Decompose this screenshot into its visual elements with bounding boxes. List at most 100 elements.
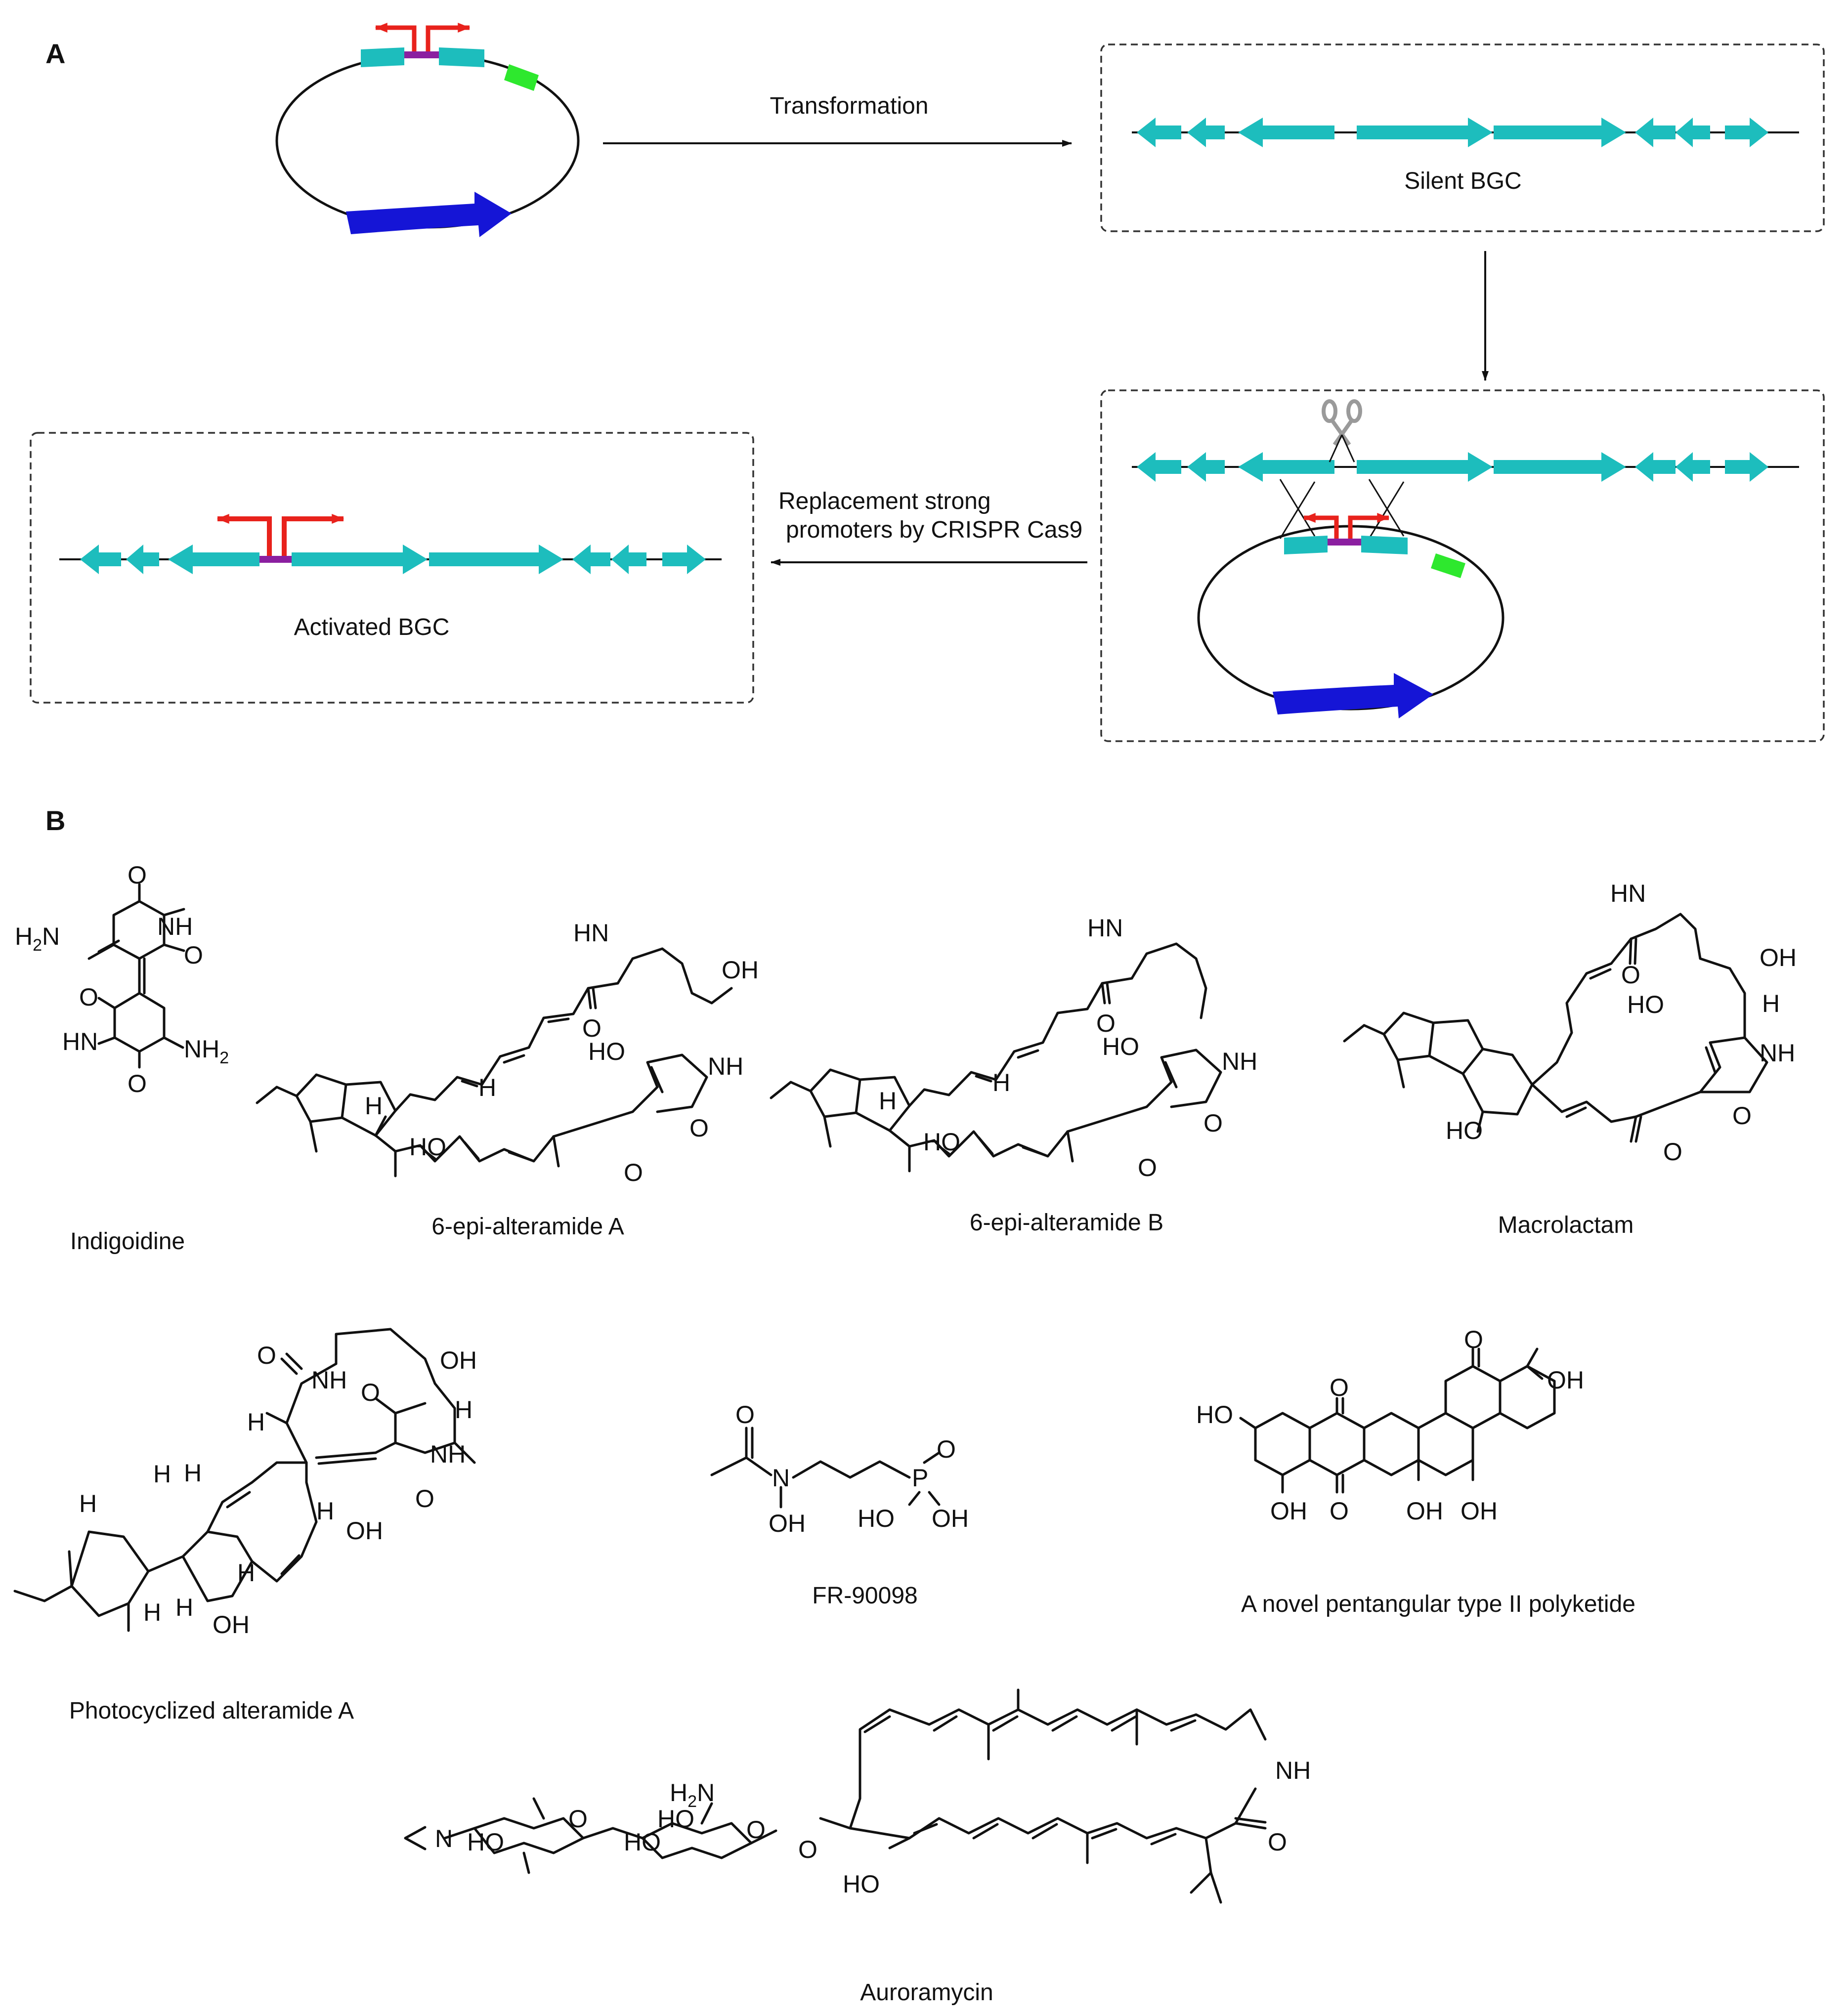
- svg-text:HO: HO: [467, 1828, 504, 1856]
- svg-text:H: H: [365, 1092, 383, 1120]
- strong-promoter-icon: [216, 514, 272, 556]
- silent-bgc-box: Silent BGC: [1100, 43, 1825, 232]
- svg-text:O: O: [1096, 1009, 1116, 1037]
- svg-text:HO: HO: [409, 1133, 446, 1161]
- svg-text:NH: NH: [1275, 1757, 1311, 1784]
- svg-text:H: H: [316, 1497, 334, 1525]
- svg-text:N: N: [772, 1464, 790, 1492]
- compound-label-photocyclized-alteramide-a: Photocyclized alteramide A: [69, 1698, 354, 1724]
- 6-epi-alteramide-a-structure: HN O OH HO NH O H H HO O: [256, 919, 759, 1186]
- crispr-recombination-box: [1100, 389, 1825, 742]
- panel-a-letter: A: [45, 38, 65, 69]
- svg-text:HO: HO: [1627, 991, 1664, 1018]
- activated-bgc-box: Activated BGC: [30, 432, 754, 704]
- svg-text:O: O: [1464, 1326, 1483, 1353]
- compound-label-fr-90098: FR-90098: [812, 1583, 917, 1609]
- svg-text:HN: HN: [573, 919, 609, 947]
- svg-text:O: O: [624, 1159, 643, 1186]
- compound-label-6-epi-alteramide-b: 6-epi-alteramide B: [970, 1210, 1163, 1236]
- svg-text:O: O: [1330, 1497, 1349, 1525]
- svg-text:NH: NH: [430, 1440, 466, 1468]
- activated-gene-cluster: [80, 545, 706, 574]
- svg-text:OH: OH: [440, 1346, 477, 1374]
- svg-text:H: H: [184, 1459, 202, 1487]
- scissors-icon: [1322, 399, 1362, 446]
- svg-text:O: O: [937, 1435, 956, 1463]
- svg-text:O: O: [79, 983, 98, 1011]
- svg-text:HO: HO: [843, 1870, 880, 1898]
- svg-text:O: O: [689, 1114, 709, 1142]
- svg-text:O: O: [184, 941, 203, 969]
- target-gene-cluster: [1137, 452, 1768, 482]
- svg-text:H: H: [237, 1559, 255, 1587]
- svg-text:NH: NH: [708, 1052, 743, 1080]
- svg-text:HO: HO: [624, 1828, 661, 1856]
- fr-90098-structure: O N OH P O HO OH: [710, 1401, 969, 1537]
- promoter-spacer: [404, 51, 439, 58]
- svg-text:O: O: [1732, 1102, 1752, 1130]
- compound-label-auroramycin: Auroramycin: [860, 1979, 993, 2006]
- plasmid-gene-arrow: [346, 192, 512, 237]
- svg-text:OH: OH: [1547, 1366, 1584, 1394]
- auroramycin-structure: H2N HO N HO HO O O O HO NH O: [404, 1688, 1311, 1904]
- svg-text:OH: OH: [769, 1510, 806, 1537]
- compound-label-pentangular-polyketide: A novel pentangular type II polyketide: [1241, 1591, 1635, 1617]
- indigoidine-structure: O NH O H2N O HN NH2 O: [15, 861, 229, 1097]
- svg-text:O: O: [735, 1401, 755, 1428]
- svg-text:OH: OH: [932, 1505, 969, 1532]
- svg-text:NH2: NH2: [184, 1035, 229, 1067]
- svg-text:H: H: [879, 1087, 897, 1115]
- transformation-label: Transformation: [770, 93, 929, 119]
- svg-text:NH: NH: [311, 1366, 347, 1394]
- svg-text:H: H: [1762, 990, 1780, 1017]
- svg-text:H: H: [455, 1396, 473, 1424]
- svg-text:H: H: [992, 1069, 1010, 1096]
- svg-text:OH: OH: [1270, 1497, 1307, 1525]
- svg-text:O: O: [415, 1485, 434, 1512]
- svg-text:HO: HO: [657, 1805, 694, 1833]
- svg-text:NH: NH: [1760, 1039, 1795, 1067]
- svg-text:H: H: [79, 1490, 97, 1517]
- svg-text:O: O: [257, 1342, 276, 1369]
- selection-marker: [504, 64, 539, 91]
- svg-text:O: O: [746, 1816, 766, 1844]
- svg-text:O: O: [1330, 1374, 1349, 1401]
- svg-text:HN: HN: [1087, 914, 1123, 942]
- svg-text:H: H: [143, 1598, 161, 1626]
- svg-text:OH: OH: [1461, 1497, 1498, 1525]
- svg-text:HO: HO: [923, 1128, 960, 1156]
- svg-text:O: O: [361, 1379, 380, 1406]
- replacement-label-line2: promoters by CRISPR Cas9: [786, 517, 1082, 543]
- svg-text:O: O: [568, 1805, 588, 1833]
- 6-epi-alteramide-b-structure: HN O HO NH O H H HO O: [770, 914, 1257, 1181]
- homology-arm-left: [361, 47, 404, 67]
- svg-text:OH: OH: [1760, 944, 1797, 971]
- pentangular-polyketide-structure: O O OH HO OH O OH OH: [1196, 1326, 1584, 1525]
- svg-text:OH: OH: [346, 1517, 383, 1545]
- replacement-label-line1: Replacement strong: [778, 488, 991, 514]
- svg-text:O: O: [1621, 961, 1640, 989]
- photocyclized-alteramide-a-structure: O NH OH O H NH O H H H H H OH H H H OH: [13, 1328, 477, 1638]
- svg-text:H: H: [478, 1074, 496, 1101]
- svg-text:O: O: [1663, 1138, 1682, 1166]
- plasmid-construct-1: [275, 23, 580, 237]
- svg-text:O: O: [582, 1014, 602, 1042]
- svg-text:H2N: H2N: [15, 923, 60, 955]
- panel-b-letter: B: [45, 805, 65, 836]
- svg-text:H: H: [175, 1594, 193, 1621]
- svg-text:O: O: [1203, 1109, 1223, 1137]
- svg-text:N: N: [435, 1825, 453, 1852]
- bidirectional-promoter-icon: [375, 23, 417, 51]
- svg-text:H2N: H2N: [670, 1779, 715, 1811]
- svg-text:H: H: [247, 1408, 265, 1436]
- activated-bgc-label: Activated BGC: [294, 614, 450, 640]
- homology-arm-right: [439, 47, 484, 67]
- svg-text:OH: OH: [1406, 1497, 1443, 1525]
- svg-text:O: O: [128, 1070, 147, 1097]
- silent-gene-cluster: [1137, 118, 1768, 147]
- svg-text:O: O: [798, 1836, 817, 1863]
- svg-text:O: O: [128, 861, 147, 889]
- svg-text:HO: HO: [1446, 1117, 1483, 1144]
- compound-label-indigoidine: Indigoidine: [70, 1228, 185, 1255]
